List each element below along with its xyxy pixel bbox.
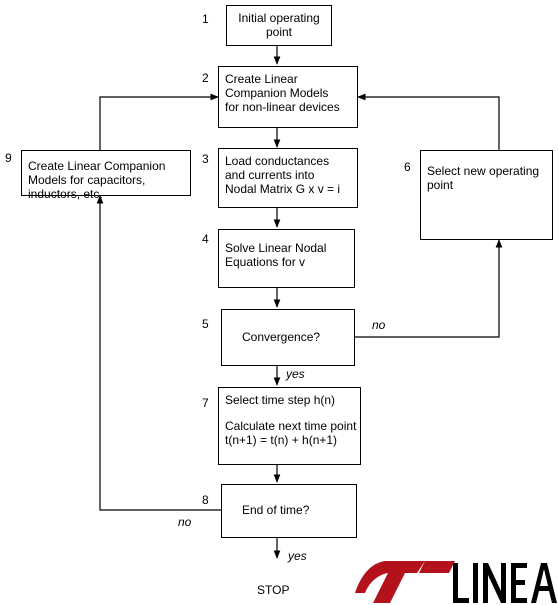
step-number-2: 2 [202,71,209,85]
step-number-9: 9 [5,151,12,165]
step-box-convergence: Convergence? [221,309,355,366]
step-number-1: 1 [202,12,209,26]
step-box-create-companion-capacitors: Create Linear Companion Models for capac… [21,150,191,201]
step-9-line-2: Models for capacitors, [28,173,146,187]
step-box-initial-operating-point: Initial operating point [226,5,332,46]
step-number-6: 6 [404,160,411,174]
logo-letter-e [511,563,527,603]
logo-letter-l [453,563,458,603]
step-7-line-3: Calculate next time point [225,419,357,433]
step-7-line-4: t(n+1) = t(n) + h(n+1) [225,433,338,447]
step-9-line-1: Create Linear Companion [28,159,166,173]
step-2-line-2: Companion Models [225,86,329,100]
step-number-8: 8 [202,493,209,507]
step-box-end-of-time: End of time? [221,484,357,538]
step-8-line-1: End of time? [242,503,310,517]
step-number-5: 5 [202,317,209,331]
step-number-4: 4 [202,232,209,246]
step-number-7: 7 [202,396,209,410]
arrow-5-to-6 [355,239,503,338]
edge-label-yes-end-of-time: yes [288,549,307,563]
step-6-line-2: point [427,178,454,192]
step-box-load-nodal-matrix: Load conductances and currents into Noda… [218,148,358,208]
step-7-line-1: Select time step h(n) [225,393,336,407]
step-2-line-1: Create Linear [225,72,298,86]
step-number-3: 3 [202,152,209,166]
arrow-8-to-9 [96,195,221,511]
step-3-line-2: and currents into [225,168,315,182]
edge-label-yes-convergence: yes [286,367,305,381]
step-box-select-new-operating-point: Select new operating point [420,150,553,240]
step-6-line-1: Select new operating [427,164,540,178]
step-5-line-1: Convergence? [242,330,321,344]
step-4-line-2: Equations for v [225,255,306,269]
step-7-line-2 [225,407,354,419]
step-1-line-1: Initial operating [238,11,320,25]
logo-letter-a [531,563,557,603]
step-box-select-time-step: Select time step h(n) Calculate next tim… [218,387,361,465]
logo-mark-swoosh [419,561,455,573]
logo-letter-n [483,563,506,603]
step-box-solve-nodal-equations: Solve Linear Nodal Equations for v [218,229,355,288]
linear-technology-logo [355,561,557,603]
step-9-line-3: inductors, etc. [28,187,103,201]
step-2-line-3: for non-linear devices [225,100,340,114]
step-4-line-1: Solve Linear Nodal [225,241,327,255]
edge-label-no-convergence: no [372,318,386,332]
step-3-line-1: Load conductances [225,154,330,168]
edge-label-no-end-of-time: no [178,515,192,529]
logo-mark [355,561,425,603]
step-1-line-2: point [265,25,293,39]
arrow-6-to-2 [357,93,500,150]
step-3-line-3: Nodal Matrix G x v = i [225,182,341,196]
stop-label: STOP [257,583,290,597]
arrow-9-to-2 [99,93,219,150]
logo-letter-i [473,563,478,603]
step-box-create-companion-nonlinear: Create Linear Companion Models for non-l… [218,66,358,128]
